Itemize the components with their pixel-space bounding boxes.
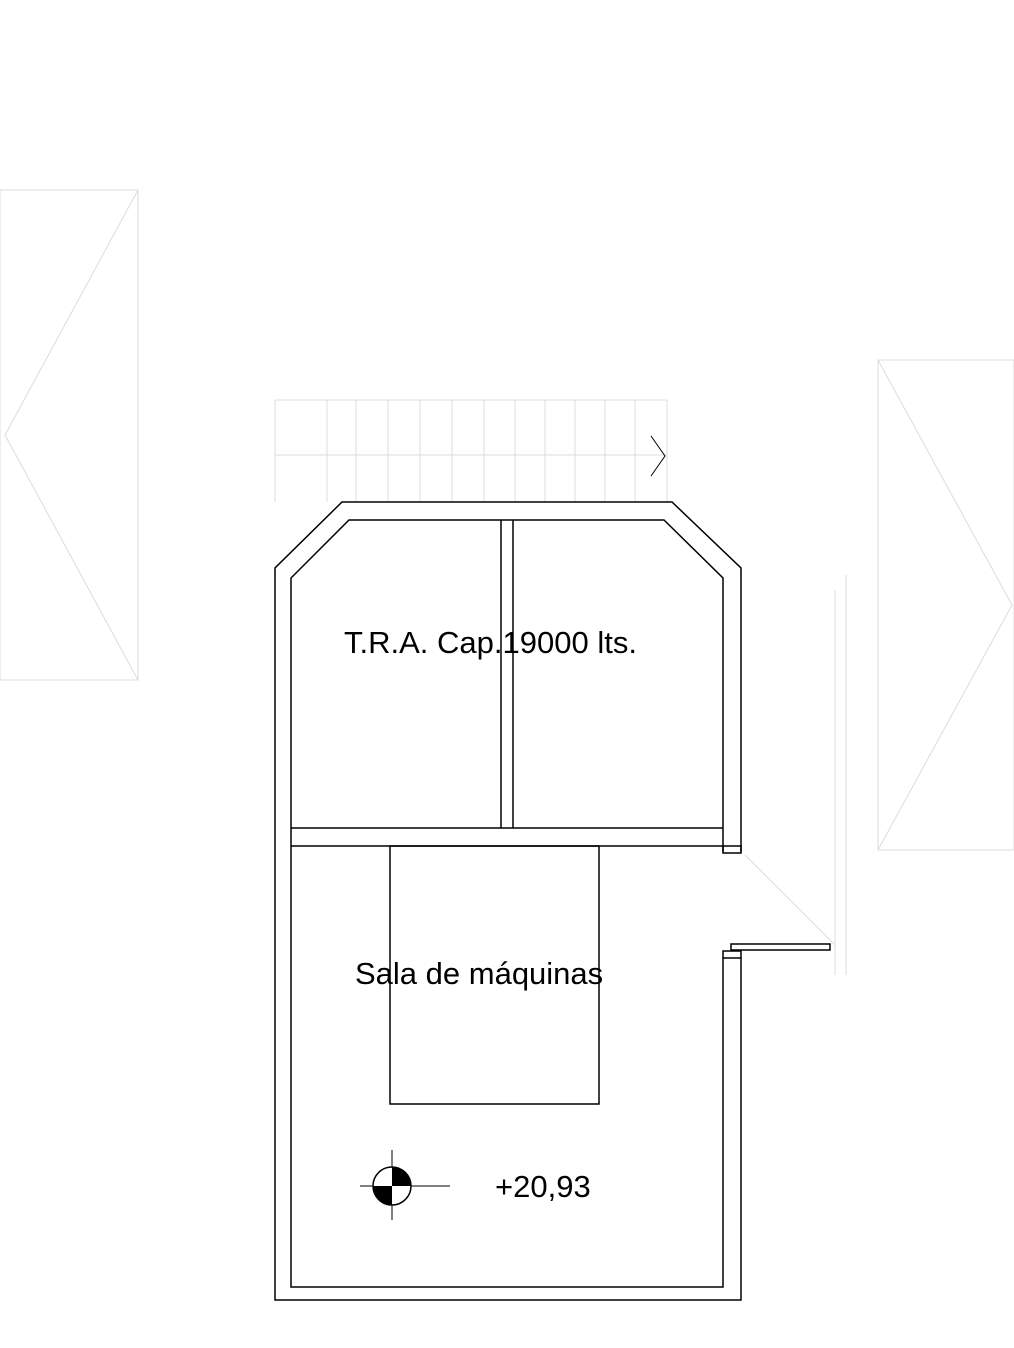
left-faint-diagonal	[4, 189, 139, 681]
stair-arrow-icon	[650, 435, 666, 477]
right-faint-diagonal-door	[744, 854, 836, 946]
room-label: Sala de máquinas	[355, 956, 603, 991]
right-faint-box	[877, 359, 1014, 851]
tank-label: T.R.A. Cap.19000 lts.	[344, 625, 637, 660]
door-jamb-bottom	[722, 950, 742, 959]
level-label: +20,93	[495, 1169, 591, 1204]
left-faint-box	[0, 189, 139, 681]
outer-wall	[274, 501, 742, 1301]
machine-block	[389, 845, 600, 1105]
tank-divider	[500, 520, 514, 828]
door-leaf	[730, 943, 831, 951]
inner-wall-upper	[290, 519, 724, 1288]
stair-grid	[274, 399, 668, 502]
level-marker-icon	[360, 1150, 450, 1220]
door-jamb-top	[722, 845, 742, 854]
background-construction-lines	[0, 189, 1014, 975]
right-faint-diagonal	[877, 359, 1013, 851]
